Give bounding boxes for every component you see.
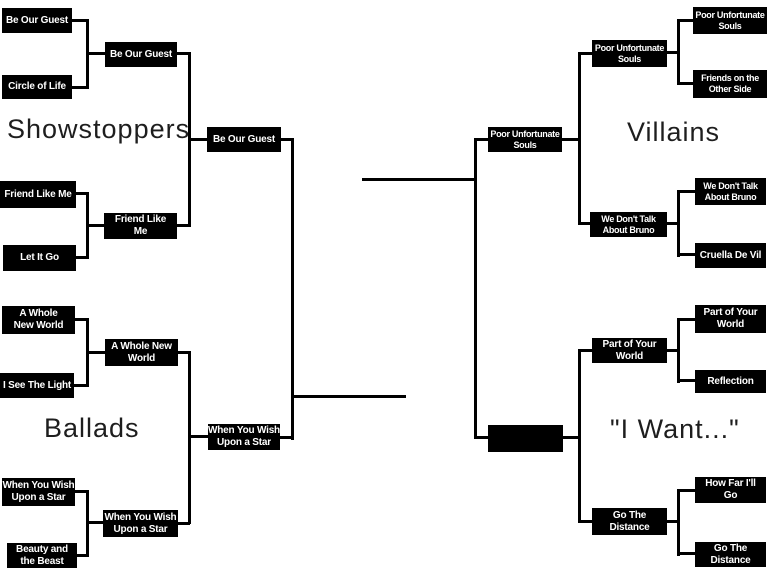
connector-line: [474, 436, 489, 439]
connector-line: [579, 52, 593, 55]
connector-line: [678, 379, 696, 382]
connector-line: [579, 222, 591, 225]
connector-line: [188, 435, 208, 438]
connector-line: [678, 190, 696, 193]
box-i-want-r1-4[interactable]: Go The Distance: [695, 542, 766, 567]
box-villains-winner[interactable]: Poor Unfortunate Souls: [488, 127, 562, 152]
connector-line: [74, 318, 88, 321]
box-ballads-r1-4[interactable]: Beauty and the Beast: [7, 543, 77, 568]
connector-line: [578, 349, 593, 352]
box-showstoppers-r1-2[interactable]: Circle of Life: [2, 75, 72, 99]
box-villains-r2-2[interactable]: We Don't Talk About Bruno: [590, 212, 667, 237]
connector-line: [578, 52, 581, 225]
box-villains-r1-4[interactable]: Cruella De Vil: [695, 243, 766, 268]
connector-line: [87, 351, 105, 354]
connector-line: [678, 82, 694, 85]
box-villains-r1-1[interactable]: Poor Unfortunate Souls: [693, 7, 767, 34]
connector-line: [76, 554, 88, 557]
connector-line: [177, 522, 190, 525]
connector-line: [561, 138, 579, 141]
section-title-villains: Villains: [627, 117, 721, 147]
connector-line: [87, 52, 105, 55]
section-title-ballads: Ballads: [44, 413, 140, 443]
connector-line: [678, 19, 694, 22]
box-i-want-r2-2[interactable]: Go The Distance: [592, 508, 667, 535]
box-showstoppers-r1-4[interactable]: Let It Go: [3, 245, 76, 271]
connector-line: [74, 490, 88, 493]
connector-line: [474, 138, 477, 439]
box-ballads-r1-2[interactable]: I See The Light: [0, 373, 74, 398]
box-i-want-winner-empty[interactable]: [488, 425, 563, 452]
connector-line: [73, 384, 88, 387]
box-showstoppers-winner[interactable]: Be Our Guest: [207, 127, 281, 152]
connector-line: [666, 51, 679, 54]
box-ballads-r1-1[interactable]: A Whole New World: [2, 306, 75, 334]
left-finalist-advance-line: [291, 395, 406, 398]
box-i-want-r1-3[interactable]: How Far I'll Go: [695, 477, 766, 503]
box-showstoppers-r1-1[interactable]: Be Our Guest: [2, 8, 72, 33]
connector-line: [177, 351, 190, 354]
connector-line: [666, 520, 679, 523]
connector-line: [678, 552, 696, 555]
box-showstoppers-r2-2[interactable]: Friend Like Me: [104, 213, 177, 239]
box-villains-r2-1[interactable]: Poor Unfortunate Souls: [592, 40, 667, 67]
connector-line: [75, 192, 88, 195]
connector-line: [678, 253, 696, 256]
box-ballads-r2-2[interactable]: When You Wish Upon a Star: [103, 510, 178, 537]
connector-line: [474, 138, 489, 141]
connector-line: [666, 349, 679, 352]
box-villains-r1-2[interactable]: Friends on the Other Side: [693, 70, 767, 98]
box-ballads-r2-1[interactable]: A Whole New World: [105, 339, 178, 366]
connector-line: [71, 19, 88, 22]
connector-line: [75, 256, 88, 259]
connector-line: [87, 521, 103, 524]
connector-line: [291, 138, 294, 440]
connector-line: [678, 489, 696, 492]
connector-line: [578, 349, 581, 523]
box-i-want-r1-1[interactable]: Part of Your World: [695, 305, 766, 333]
box-i-want-r1-2[interactable]: Reflection: [695, 370, 766, 393]
connector-line: [561, 436, 579, 439]
box-showstoppers-r1-3[interactable]: Friend Like Me: [0, 181, 76, 208]
connector-line: [678, 318, 696, 321]
box-i-want-r2-1[interactable]: Part of Your World: [592, 338, 667, 363]
box-showstoppers-r2-1[interactable]: Be Our Guest: [105, 42, 177, 67]
connector-line: [177, 224, 190, 227]
connector-line: [87, 224, 104, 227]
connector-line: [280, 138, 293, 141]
connector-line: [176, 52, 190, 55]
connector-line: [666, 222, 679, 225]
connector-line: [578, 520, 593, 523]
right-finalist-advance-line: [362, 178, 476, 181]
connector-line: [188, 138, 207, 141]
box-ballads-r1-3[interactable]: When You Wish Upon a Star: [2, 478, 75, 506]
box-ballads-winner[interactable]: When You Wish Upon a Star: [208, 424, 280, 450]
connector-line: [71, 86, 88, 89]
connector-line: [279, 436, 292, 439]
section-title-i-want: "I Want...": [610, 414, 740, 444]
section-title-showstoppers: Showstoppers: [7, 114, 191, 144]
box-villains-r1-3[interactable]: We Don't Talk About Bruno: [695, 178, 766, 205]
